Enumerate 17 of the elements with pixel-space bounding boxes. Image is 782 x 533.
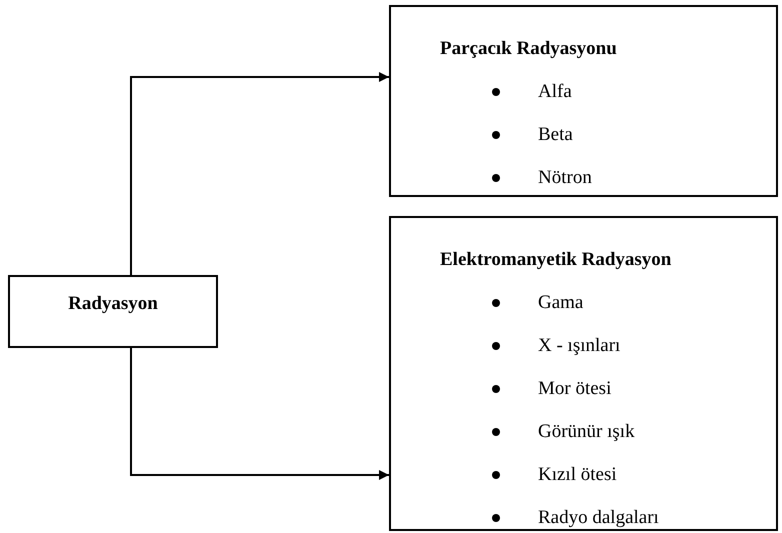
list-box	[389, 5, 778, 197]
list-item: Alfa	[538, 80, 572, 104]
process-box	[8, 275, 218, 348]
arrow	[130, 348, 389, 480]
section-heading: Parçacık Radyasyonu	[440, 37, 617, 61]
list-box	[389, 216, 778, 531]
list-item: Kızıl ötesi	[538, 463, 617, 487]
list-item: Mor ötesi	[538, 377, 612, 401]
section-heading: Elektromanyetik Radyasyon	[440, 248, 672, 272]
arrow	[130, 72, 389, 275]
list-item: X - ışınları	[538, 334, 620, 358]
list-item: Radyo dalgaları	[538, 506, 659, 530]
list-item: Nötron	[538, 166, 592, 190]
node-label: Radyasyon	[68, 292, 158, 316]
list-item: Beta	[538, 123, 573, 147]
list-item: Görünür ışık	[538, 420, 635, 444]
list-item: Gama	[538, 291, 584, 315]
